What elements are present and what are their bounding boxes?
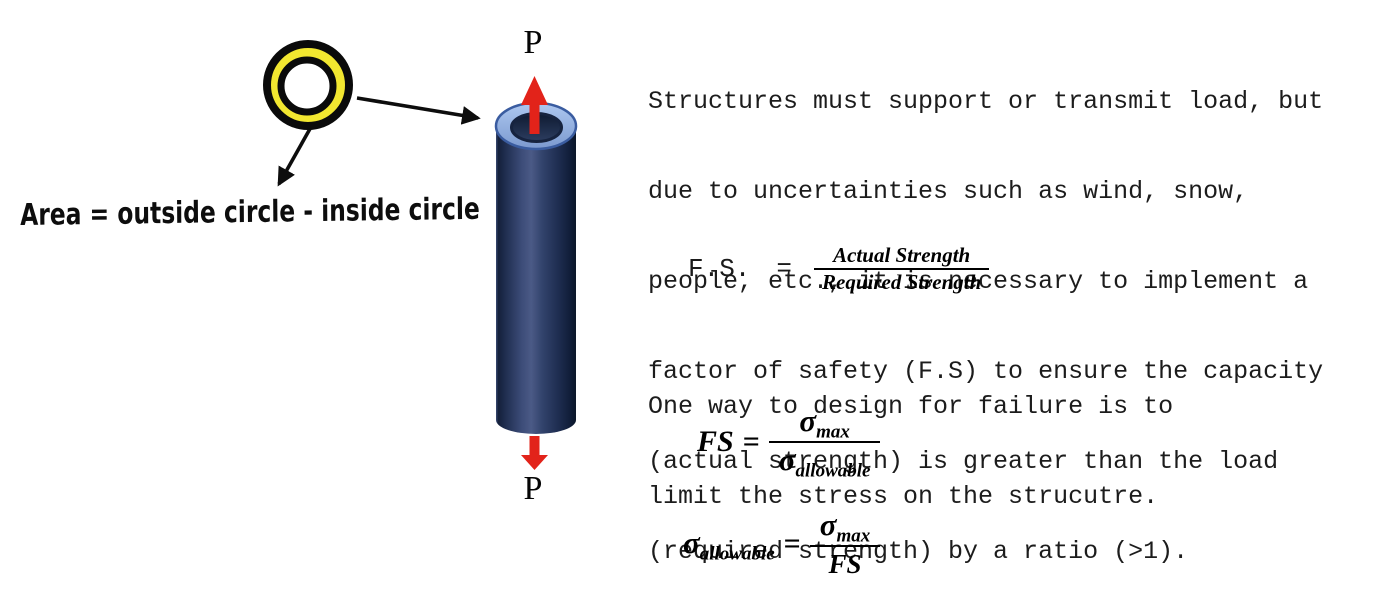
intro-line: Structures must support or transmit load… — [648, 87, 1324, 116]
sigma-subscript: max — [836, 525, 871, 547]
fraction-numerator: σmax — [789, 403, 860, 443]
equals-sign: = — [776, 254, 793, 284]
note-line: limit the stress on the strucutre. — [648, 482, 1159, 511]
allowable-fraction: σmax FS — [809, 507, 881, 581]
tube-cross-section-illustration — [263, 40, 578, 470]
stress-note-paragraph: One way to design for failure is to limi… — [648, 332, 1173, 572]
pointer-arrow-to-label — [277, 126, 313, 187]
intro-paragraph: Structures must support or transmit load… — [648, 27, 1323, 598]
equals-sign: = — [783, 527, 801, 561]
equals-sign: = — [742, 424, 760, 458]
intro-line: due to uncertainties such as wind, snow, — [648, 177, 1249, 206]
allowable-lhs: σallowable — [683, 525, 775, 564]
sigma-subscript: max — [816, 421, 850, 443]
tension-arrow-down — [521, 436, 548, 470]
note-line: One way to design for failure is to — [648, 392, 1174, 421]
load-label-top: P — [523, 24, 543, 61]
annulus-inner-circle — [277, 56, 337, 116]
sigma-symbol: σ — [799, 403, 817, 438]
load-label-bottom: P — [523, 470, 543, 507]
fs-stress-lhs: FS — [697, 424, 734, 458]
fs-definition-formula: F.S. = Actual Strength Required Strength — [688, 243, 990, 295]
tube-body — [496, 126, 576, 434]
area-formula-label: Area = outside circle - inside circle — [20, 191, 480, 233]
fraction-bar — [768, 440, 881, 443]
intro-line: (actual strength) is greater than the lo… — [648, 447, 1279, 476]
fraction-denominator: FS — [828, 548, 862, 579]
sigma-symbol: σ — [683, 525, 700, 560]
strength-fraction: Actual Strength Required Strength — [814, 243, 990, 295]
stress-fraction: σmax σallowable — [768, 403, 881, 482]
fraction-bar — [814, 268, 990, 270]
pointer-arrow-to-tube — [356, 96, 481, 125]
intro-line: factor of safety (F.S) to ensure the cap… — [648, 357, 1324, 386]
fraction-denominator: Required Strength — [822, 270, 982, 294]
fs-definition-lhs: F.S. — [688, 254, 751, 284]
fs-stress-formula: FS = σmax σallowable — [697, 403, 881, 482]
allowable-stress-formula: σallowable = σmax FS — [683, 507, 881, 581]
intro-line: people, etc., it is necessary to impleme… — [648, 267, 1309, 296]
fraction-numerator: Actual Strength — [833, 243, 971, 267]
fraction-bar — [809, 544, 881, 547]
sigma-symbol: σ — [819, 507, 837, 542]
sigma-symbol: σ — [778, 441, 796, 477]
sigma-subscript: allowable — [699, 543, 775, 565]
intro-line: (required strength) by a ratio (>1). — [648, 537, 1189, 566]
fraction-numerator: σmax — [810, 507, 881, 547]
tension-arrow-up — [521, 76, 548, 134]
fraction-denominator: σallowable — [769, 441, 881, 482]
sigma-subscript: allowable — [795, 460, 871, 482]
